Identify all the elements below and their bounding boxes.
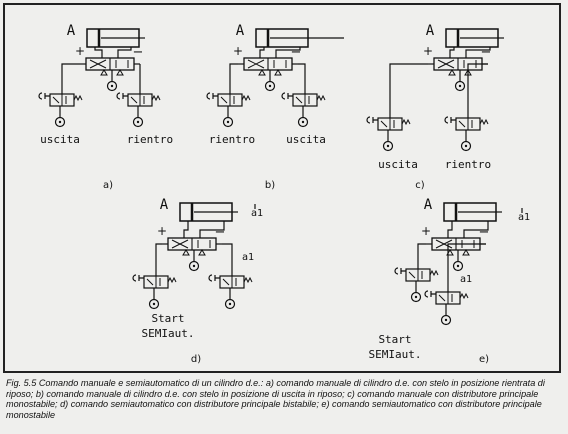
feed-line-minus-b <box>275 47 301 58</box>
limit-switch-marker-e: a1 <box>518 212 530 223</box>
cylinder-d <box>178 201 234 223</box>
pilot-line-right-d <box>222 243 233 276</box>
pressure-source-main-c <box>454 80 466 92</box>
button-label-right-b: uscita <box>286 133 326 146</box>
panel-a: A + − uscita rientro a) <box>38 23 173 191</box>
pressure-source-left-c <box>382 140 394 152</box>
cylinder-e <box>442 201 498 223</box>
pilot-line-left-c <box>389 63 428 118</box>
feed-line-minus-d <box>199 221 225 238</box>
plus-sign-e: + <box>421 224 431 238</box>
plus-sign-a: + <box>75 44 85 58</box>
panel-label-d: d) <box>191 354 201 365</box>
pilot-line-left-b <box>229 63 238 94</box>
figure-frame <box>3 3 561 373</box>
pressure-source-right-e <box>440 314 452 326</box>
minus-sign-a: − <box>133 45 144 60</box>
pilot-line-right-e <box>447 243 486 292</box>
exhaust-d <box>182 249 206 256</box>
plus-sign-c: + <box>423 44 433 58</box>
pilot-line-right-b <box>298 63 306 94</box>
panel-label-c: c) <box>415 180 424 191</box>
pushbutton-valve-left-d <box>132 274 177 289</box>
mode-label-d: SEMIaut. <box>142 327 195 340</box>
pressure-source-left-d <box>148 298 160 310</box>
pressure-source-main-b <box>264 80 276 92</box>
pilot-line-left-d <box>155 243 162 276</box>
pressure-source-right-d <box>224 298 236 310</box>
cylinder-label-d: A <box>160 197 169 213</box>
plus-sign-b: + <box>233 44 243 58</box>
feed-line-minus-c <box>465 47 491 58</box>
pushbutton-valve-right-a <box>116 92 161 107</box>
minus-sign-e: − <box>479 225 490 240</box>
main-distributor-b <box>237 57 299 71</box>
cylinder-label-b: A <box>236 23 245 39</box>
pressure-source-left-b <box>222 116 234 128</box>
minus-sign-b: − <box>291 45 302 60</box>
pushbutton-valve-left-a <box>38 92 83 107</box>
limit-switch-marker-d: a1 <box>251 208 263 219</box>
main-distributor-a <box>79 57 141 71</box>
start-label-e: Start <box>378 333 411 346</box>
feed-line-plus-c <box>449 47 455 58</box>
pressure-source-left-e <box>410 291 422 303</box>
pressure-source-main-e <box>452 260 464 272</box>
pushbutton-valve-right-b <box>281 92 326 107</box>
figure-caption: Fig. 5.5 Comando manuale e semiautomatic… <box>6 378 562 420</box>
pushbutton-valve-left-c <box>366 116 411 131</box>
panel-label-e: e) <box>479 354 489 365</box>
plus-sign-d: + <box>157 224 167 238</box>
cylinder-label-e: A <box>424 197 433 213</box>
minus-sign-c: − <box>481 45 492 60</box>
feed-line-plus-e <box>447 221 453 238</box>
button-label-left-b: rientro <box>209 133 255 146</box>
feed-line-minus-a <box>117 47 132 58</box>
pilot-line-left-a <box>61 63 80 94</box>
pilot-line-right-c <box>467 63 488 118</box>
pushbutton-valve-right-d <box>208 274 253 289</box>
pressure-source-main-d <box>188 260 200 272</box>
pressure-source-right-c <box>460 140 472 152</box>
pressure-source-right-a <box>132 116 144 128</box>
button-label-right-a: rientro <box>127 133 173 146</box>
feed-line-plus-d <box>183 221 189 238</box>
panel-label-b: b) <box>265 180 275 191</box>
start-label-d: Start <box>151 312 184 325</box>
feed-line-minus-e <box>463 221 489 238</box>
pressure-source-right-b <box>297 116 309 128</box>
pilot-line-left-e <box>417 243 426 269</box>
pushbutton-valve-right-e <box>424 290 469 305</box>
pressure-source-left-a <box>54 116 66 128</box>
limit-switch-label-e: a1 <box>460 274 472 285</box>
panel-label-a: a) <box>103 180 113 191</box>
panel-b: A + − rientro uscita b) <box>206 23 344 191</box>
cylinder-a <box>85 27 141 49</box>
feed-line-plus-a <box>94 47 103 58</box>
main-distributor-d <box>161 237 223 251</box>
pushbutton-valve-right-c <box>444 116 489 131</box>
caption-text: Comando manuale e semiautomatico di un c… <box>6 378 545 420</box>
pressure-source-main-a <box>106 80 118 92</box>
pushbutton-valve-left-e <box>394 267 439 282</box>
feed-line-plus-b <box>259 47 265 58</box>
cylinder-label-c: A <box>426 23 435 39</box>
exhaust-a <box>100 69 124 76</box>
exhaust-b <box>258 69 282 76</box>
cylinder-label-a: A <box>67 23 76 39</box>
button-label-right-c: rientro <box>445 158 491 171</box>
pushbutton-valve-left-b <box>206 92 251 107</box>
mode-label-e: SEMIaut. <box>369 348 422 361</box>
button-label-left-a: uscita <box>40 133 80 146</box>
limit-switch-label-d: a1 <box>242 252 254 263</box>
button-label-left-c: uscita <box>378 158 418 171</box>
minus-sign-d: − <box>215 225 226 240</box>
panel-c: A + − uscita rientro c) <box>366 23 504 191</box>
caption-fig-number: Fig. 5.5 <box>6 378 37 388</box>
